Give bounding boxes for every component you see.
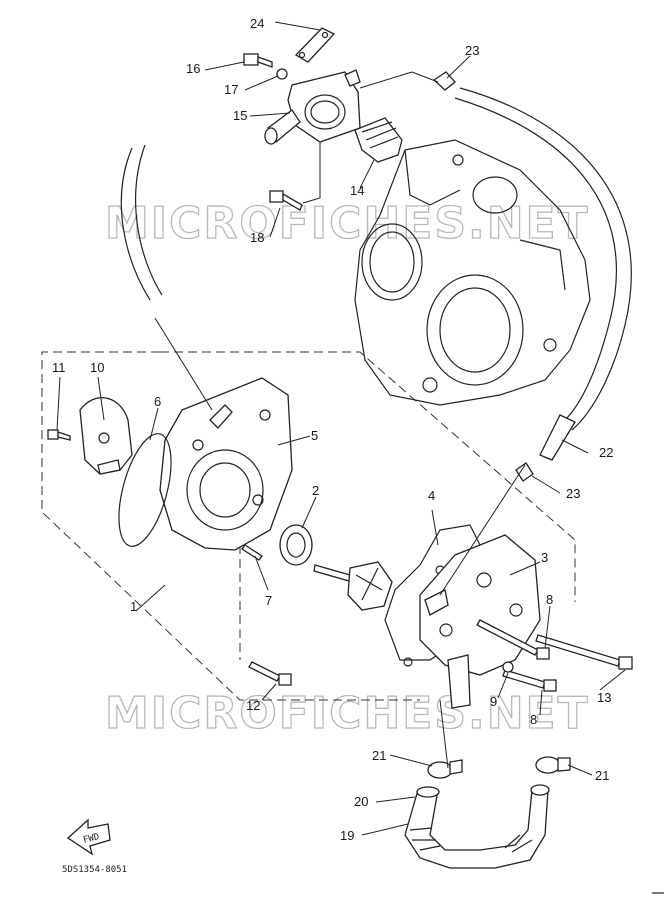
callout-17: 17 [224, 82, 238, 97]
callout-2: 2 [312, 483, 319, 498]
callout-18: 18 [250, 230, 264, 245]
hose-clamp-21-right [535, 756, 571, 774]
bracket-24 [294, 27, 336, 63]
callout-1: 1 [130, 599, 137, 614]
o-ring-6 [118, 433, 172, 547]
callout-21-left: 21 [372, 748, 386, 763]
callout-23-mid: 23 [566, 486, 580, 501]
clip-23-mid [515, 462, 534, 482]
bolt-12 [248, 661, 292, 686]
bolt-18 [269, 190, 303, 211]
callout-8-upper: 8 [546, 592, 553, 607]
callout-9: 9 [490, 694, 497, 709]
washer-17 [276, 68, 288, 80]
callout-3: 3 [541, 550, 548, 565]
screw-11 [47, 429, 71, 441]
dowel-pin-7 [241, 544, 263, 561]
bolt-8-lower [502, 669, 557, 692]
callout-6: 6 [154, 394, 161, 409]
callout-23-top: 23 [465, 43, 479, 58]
bolt-16 [243, 53, 273, 68]
callout-5: 5 [311, 428, 318, 443]
bolt-13 [535, 634, 633, 670]
callout-10: 10 [90, 360, 104, 375]
hose-clamp-21-left [427, 759, 463, 779]
watermark-top: MICROFICHES.NET [105, 198, 590, 249]
callout-8-lower: 8 [530, 712, 537, 727]
callouts: 1 2 3 4 5 6 7 8 8 9 10 11 12 13 14 15 16… [52, 16, 613, 843]
cylinder-head [354, 139, 591, 406]
washer-9 [502, 661, 514, 673]
callout-13: 13 [597, 690, 611, 705]
callout-22: 22 [599, 445, 613, 460]
drawing-code: 5DS1354-8051 [62, 865, 127, 875]
callout-21-right: 21 [595, 768, 609, 783]
callout-15: 15 [233, 108, 247, 123]
callout-4: 4 [428, 488, 435, 503]
thermostat [354, 117, 403, 163]
hose-22 [454, 87, 632, 461]
breather-hose [120, 144, 163, 301]
thermostat-housing [264, 69, 361, 145]
callout-7: 7 [265, 593, 272, 608]
callout-20: 20 [354, 794, 368, 809]
pump-housing [159, 377, 293, 551]
cover-plate-10 [79, 397, 133, 475]
lower-hose-19 [404, 784, 550, 869]
pump-assembly-outline [41, 351, 576, 701]
watermark-bottom: MICROFICHES.NET [105, 688, 590, 739]
leader-lines [56, 21, 626, 836]
callout-16: 16 [186, 61, 200, 76]
callout-11: 11 [52, 360, 66, 375]
clip-23-top [432, 71, 456, 91]
impeller-shaft [313, 561, 393, 611]
callout-24: 24 [250, 16, 264, 31]
callout-19: 19 [340, 828, 354, 843]
callout-12: 12 [246, 698, 260, 713]
fwd-label: FWD [82, 832, 100, 846]
callout-14: 14 [350, 183, 364, 198]
bearing-2 [279, 524, 313, 566]
bolt-8-upper [476, 619, 550, 660]
fwd-arrow-icon: FWD [66, 818, 111, 856]
